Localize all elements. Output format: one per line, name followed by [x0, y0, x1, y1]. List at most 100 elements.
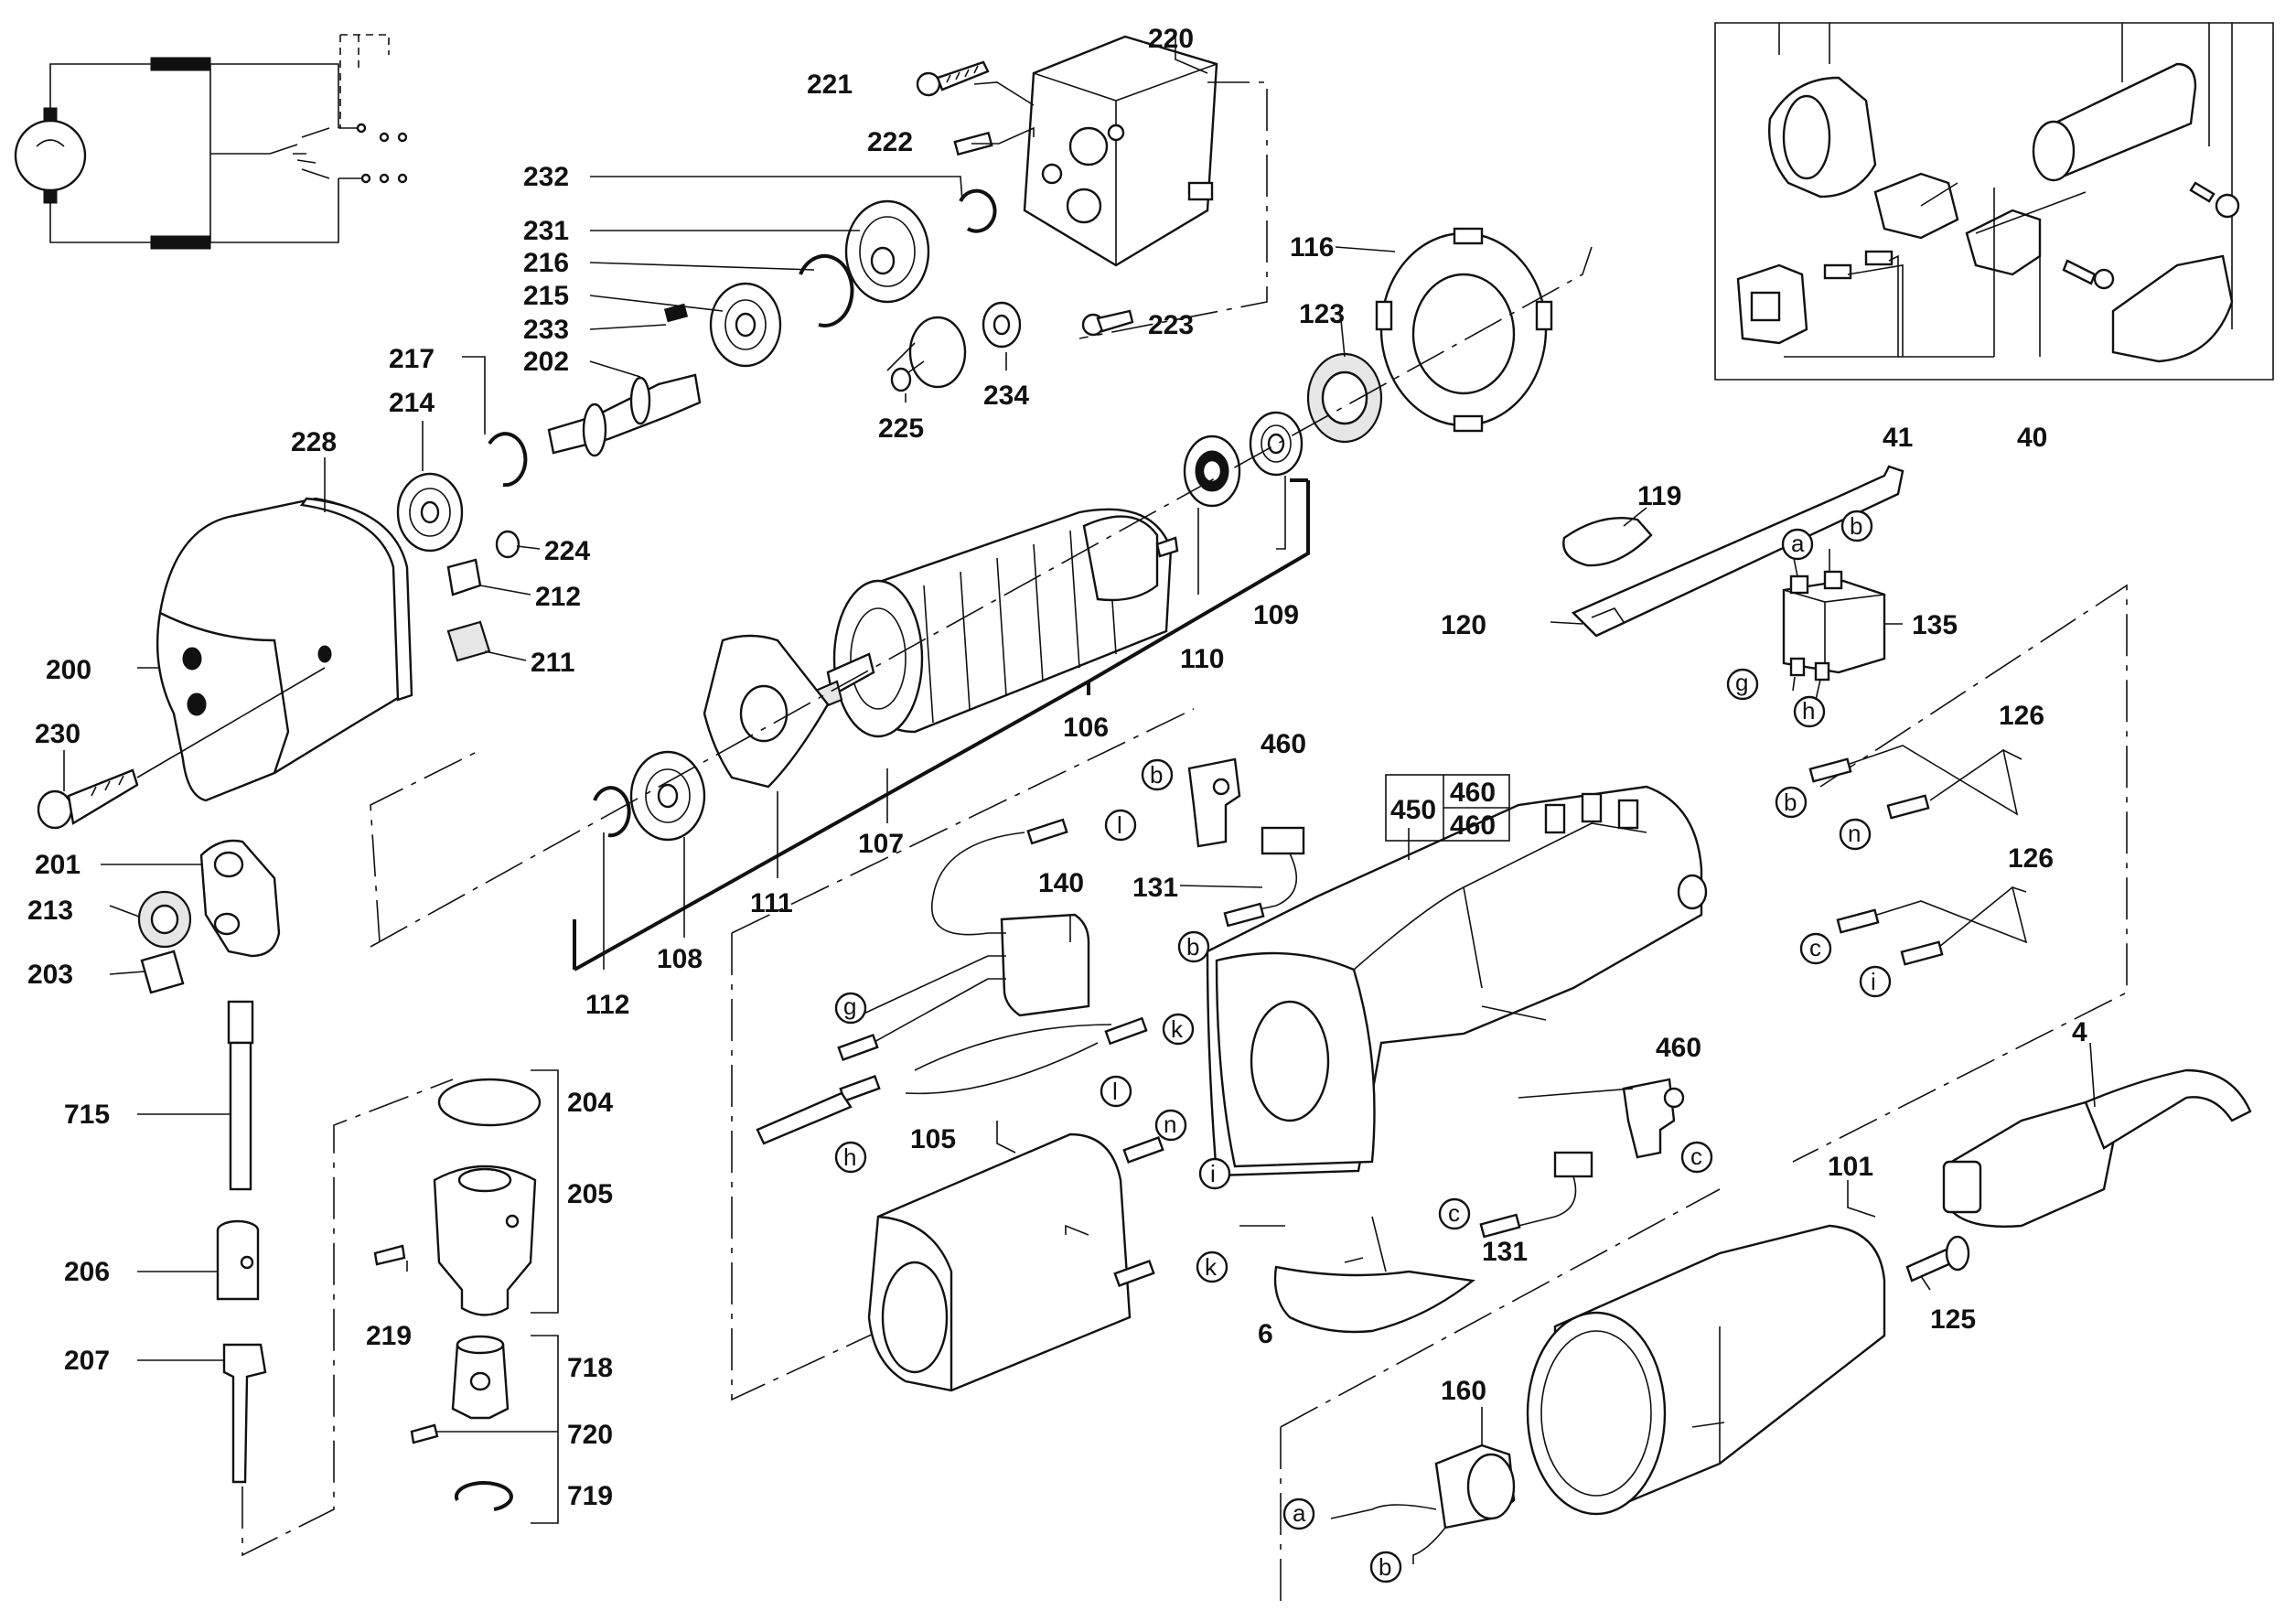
letter-b4: b — [1186, 933, 1199, 961]
letter-n1: n — [1848, 820, 1861, 847]
letter-l2: l — [1112, 1078, 1118, 1105]
label-140: 140 — [1038, 868, 1084, 898]
label-135: 135 — [1912, 610, 1958, 640]
label-123: 123 — [1299, 299, 1345, 329]
label-116: 116 — [1290, 232, 1334, 263]
label-106: 106 — [1063, 713, 1109, 743]
part-125-screw — [1905, 1235, 1970, 1283]
part-460-brushholder-upper — [1187, 757, 1241, 848]
label-40: 40 — [2017, 423, 2047, 453]
letter-a2: a — [1293, 1499, 1306, 1527]
label-101: 101 — [1828, 1152, 1873, 1182]
part-4-cable-guard — [1942, 1068, 2252, 1228]
part-230-screw — [37, 768, 139, 830]
field-coil-top — [150, 57, 211, 71]
part-220-gear-housing — [1023, 35, 1218, 267]
label-216: 216 — [523, 248, 569, 278]
part-101-motor-cover — [1526, 1224, 1886, 1516]
label-460b: 460 — [1450, 778, 1496, 808]
label-109: 109 — [1253, 600, 1299, 630]
part-215-bearing — [709, 282, 782, 368]
part-40-handle-right — [2111, 254, 2234, 363]
letter-n2: n — [1164, 1111, 1176, 1138]
terminal-l — [1026, 818, 1068, 845]
part-131-brush-lower — [1479, 1151, 1593, 1239]
label-460c: 460 — [1450, 810, 1496, 841]
field-coil-bottom — [150, 235, 211, 250]
part-140-capacitor — [988, 913, 1090, 1017]
part-206-sleeve — [216, 1219, 260, 1301]
label-232: 232 — [523, 162, 569, 192]
label-211: 211 — [531, 648, 574, 678]
letter-c1: c — [1809, 934, 1821, 961]
part-126-wire-lower — [1836, 886, 2028, 966]
part-223-screw — [1081, 309, 1134, 337]
label-234: 234 — [983, 381, 1029, 411]
label-205: 205 — [567, 1179, 613, 1209]
part-216-circlip — [799, 253, 854, 327]
part-212-bush — [446, 558, 482, 596]
leader-lines — [63, 37, 2096, 1445]
part-204-disc — [437, 1078, 542, 1127]
part-6-label — [1273, 1265, 1475, 1334]
label-221: 221 — [807, 70, 853, 100]
label-105: 105 — [910, 1124, 956, 1154]
label-112: 112 — [585, 990, 629, 1020]
part-200-gear-case — [156, 497, 404, 802]
label-160: 160 — [1441, 1376, 1486, 1406]
part-214-bearing — [396, 472, 464, 553]
label-231: 231 — [523, 216, 569, 246]
part-219-pin — [373, 1244, 406, 1266]
part-207-punch — [222, 1343, 267, 1484]
part-119-button — [1562, 517, 1653, 567]
part-112-circlip — [593, 786, 631, 838]
connection-letter-markers: a b g h b n c i b b l g k h l n i k c c … — [834, 510, 1892, 1583]
part-205-die-holder — [433, 1165, 537, 1316]
part-450-motor-housing — [1206, 785, 1708, 1177]
part-211-needle-bearing — [446, 620, 491, 662]
label-224: 224 — [544, 536, 590, 566]
letter-k2: k — [1205, 1253, 1218, 1281]
label-720: 720 — [567, 1420, 613, 1450]
label-215: 215 — [523, 281, 569, 311]
label-225: 225 — [878, 413, 924, 444]
part-720-pin — [410, 1423, 439, 1444]
label-217: 217 — [389, 344, 435, 374]
label-6: 6 — [1258, 1319, 1273, 1349]
letter-a1: a — [1791, 530, 1805, 557]
motor-symbol — [14, 119, 87, 192]
label-108: 108 — [657, 944, 703, 974]
label-219: 219 — [366, 1321, 412, 1351]
terminal-k — [1104, 1016, 1148, 1046]
part-203-bush — [140, 950, 185, 994]
letter-h2: h — [843, 1143, 856, 1171]
wire-140 — [859, 832, 1025, 1048]
part-110-bearing — [1183, 435, 1241, 508]
label-214: 214 — [389, 388, 435, 418]
label-111: 111 — [750, 888, 793, 918]
letter-g1: g — [1735, 669, 1748, 696]
part-231-gear — [844, 199, 930, 304]
part-221-screw — [916, 60, 990, 97]
label-233: 233 — [523, 315, 569, 345]
part-120-slider — [1571, 465, 1904, 638]
letter-c3: c — [1448, 1199, 1460, 1227]
part-160-switch — [1330, 1444, 1516, 1564]
label-718: 718 — [567, 1353, 613, 1383]
letter-b2: b — [1784, 789, 1797, 816]
wiring-schematic — [14, 34, 408, 250]
part-217-circlip — [488, 432, 528, 488]
part-224-washer — [495, 530, 520, 559]
part-number-labels: 220 221 222 232 231 216 215 233 202 217 … — [27, 24, 2087, 1511]
letter-g2: g — [843, 993, 856, 1020]
part-41-connector — [1736, 250, 1894, 345]
label-206: 206 — [64, 1257, 110, 1287]
part-40-screws — [2062, 181, 2240, 290]
part-123-bearing — [1306, 352, 1383, 444]
label-126b: 126 — [2008, 843, 2054, 874]
label-125: 125 — [1930, 1304, 1976, 1335]
label-715: 715 — [64, 1100, 110, 1130]
part-228-gasket — [299, 497, 413, 702]
terminal-h — [839, 1075, 881, 1102]
